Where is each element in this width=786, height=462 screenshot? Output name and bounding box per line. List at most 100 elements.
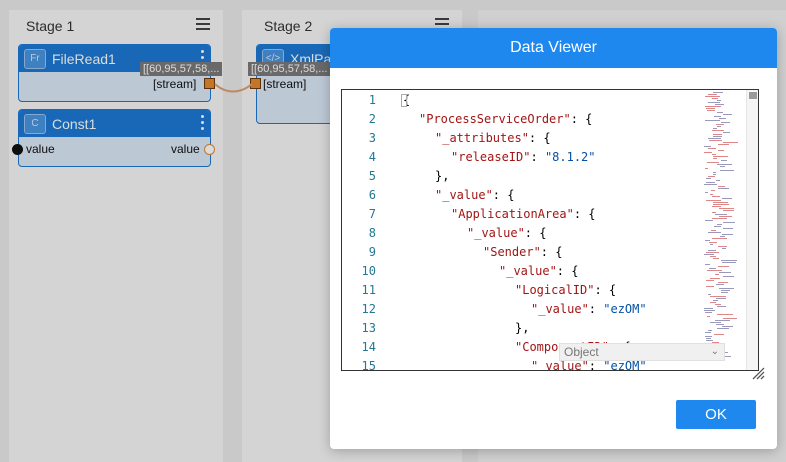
minimap-line xyxy=(713,174,716,175)
line-number: 1 xyxy=(368,93,376,107)
input-port[interactable] xyxy=(250,78,261,89)
minimap-line xyxy=(710,322,721,323)
json-key: "_value" xyxy=(531,302,589,316)
minimap-line xyxy=(718,186,725,187)
minimap-line xyxy=(714,116,721,117)
json-punctuation: : { xyxy=(540,245,563,259)
minimap-line xyxy=(708,232,721,233)
line-number: 10 xyxy=(361,264,376,278)
minimap-line xyxy=(705,106,721,107)
json-punctuation: : { xyxy=(556,264,579,278)
json-key: "ProcessServiceOrder" xyxy=(419,112,571,126)
stage-menu-icon[interactable] xyxy=(196,18,210,30)
minimap-line xyxy=(718,266,729,267)
minimap-line xyxy=(708,102,720,103)
minimap-line xyxy=(708,94,717,95)
port-value-tooltip: [[60,95,57,58,... xyxy=(248,62,331,76)
resize-grip-icon[interactable] xyxy=(751,366,765,380)
minimap-line xyxy=(706,338,711,339)
minimap-line xyxy=(710,244,713,245)
minimap-line xyxy=(704,254,714,255)
line-number: 6 xyxy=(368,188,376,202)
dialog-title: Data Viewer xyxy=(330,28,777,68)
json-key: "_attributes" xyxy=(435,131,529,145)
line-number: 3 xyxy=(368,131,376,145)
minimap-line xyxy=(706,108,715,109)
minimap-line xyxy=(717,164,732,165)
ok-button[interactable]: OK xyxy=(676,400,756,429)
minimap-line xyxy=(714,226,721,227)
input-port-label: value xyxy=(26,142,55,156)
minimap-line xyxy=(709,268,716,269)
node-header[interactable]: C Const1 xyxy=(19,110,210,137)
minimap-line xyxy=(716,298,726,299)
json-key: "ApplicationArea" xyxy=(451,207,574,221)
minimap-line xyxy=(705,168,708,169)
minimap-line xyxy=(708,176,715,177)
minimap-line xyxy=(707,162,719,163)
scrollbar-thumb[interactable] xyxy=(749,92,757,99)
minimap-line xyxy=(706,286,714,287)
minimap-line xyxy=(723,142,738,143)
minimap-line xyxy=(723,222,735,223)
line-number: 7 xyxy=(368,207,376,221)
json-punctuation: : { xyxy=(594,283,617,297)
code-line: "releaseID": "8.1.2" xyxy=(451,150,596,164)
search-placeholder: Object xyxy=(564,345,599,359)
minimap-line xyxy=(710,278,720,279)
minimap-line xyxy=(712,154,716,155)
minimap-line xyxy=(712,342,719,343)
minimap-line xyxy=(723,114,732,115)
output-port[interactable] xyxy=(204,144,215,155)
minimap-line xyxy=(708,138,721,139)
minimap-line xyxy=(706,178,711,179)
node-const[interactable]: C Const1 xyxy=(18,109,211,167)
code-area[interactable]: {"ProcessServiceOrder": {"_attributes": … xyxy=(401,90,723,370)
minimap-line xyxy=(705,312,712,313)
minimap-line xyxy=(716,124,724,125)
minimap-line xyxy=(710,256,716,257)
minimap-line xyxy=(705,96,720,97)
minimap-line xyxy=(705,240,710,241)
minimap-line xyxy=(705,264,710,265)
minimap-line xyxy=(705,120,720,121)
code-line: "_attributes": { xyxy=(435,131,551,145)
minimap-line xyxy=(717,328,729,329)
chevron-down-icon[interactable]: ⌄ xyxy=(710,346,719,357)
json-punctuation: : { xyxy=(492,188,515,202)
vertical-scrollbar[interactable] xyxy=(746,90,758,370)
minimap-line xyxy=(715,320,730,321)
minimap-line xyxy=(715,304,721,305)
search-input[interactable]: Object ⌄ xyxy=(559,343,725,361)
minimap[interactable] xyxy=(704,92,744,366)
minimap-line xyxy=(706,252,719,253)
minimap-line xyxy=(720,170,734,171)
minimap-line xyxy=(706,340,713,341)
output-port[interactable] xyxy=(204,78,215,89)
minimap-line xyxy=(722,262,736,263)
line-number: 12 xyxy=(361,302,376,316)
minimap-line xyxy=(717,224,722,225)
minimap-line xyxy=(716,324,724,325)
minimap-line xyxy=(713,300,718,301)
minimap-line xyxy=(719,208,734,209)
minimap-line xyxy=(707,316,710,317)
line-number: 9 xyxy=(368,245,376,259)
minimap-line xyxy=(722,248,726,249)
json-key: "Sender" xyxy=(483,245,541,259)
node-menu-icon[interactable] xyxy=(201,115,204,133)
minimap-line xyxy=(718,282,728,283)
json-punctuation: : xyxy=(530,150,545,164)
minimap-line xyxy=(715,214,727,215)
input-port[interactable] xyxy=(12,144,23,155)
link-connector xyxy=(214,83,253,93)
node-name: Const1 xyxy=(52,116,97,132)
json-punctuation: : { xyxy=(570,112,593,126)
minimap-line xyxy=(712,196,720,197)
minimap-line xyxy=(717,306,726,307)
minimap-line xyxy=(713,204,729,205)
json-key: "_value" xyxy=(467,226,525,240)
code-line: "ProcessServiceOrder": { xyxy=(419,112,592,126)
code-line: "ApplicationArea": { xyxy=(451,207,596,221)
